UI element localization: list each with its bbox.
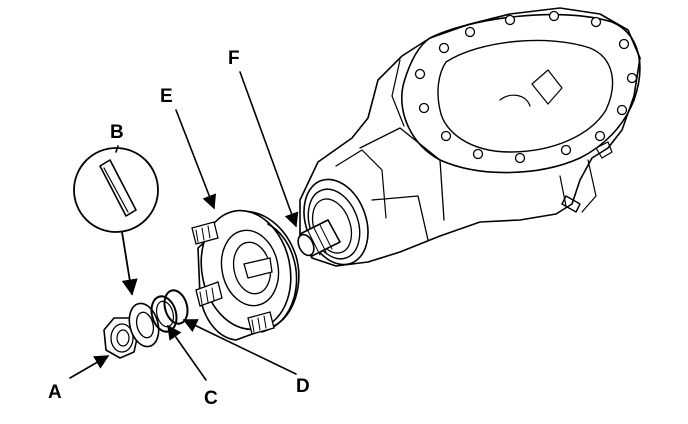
leader-b bbox=[115, 145, 119, 153]
callout-d: D bbox=[296, 376, 310, 397]
callout-c: C bbox=[204, 388, 218, 409]
output-shaft bbox=[297, 219, 341, 257]
differential-housing bbox=[297, 7, 641, 267]
leader-a bbox=[69, 355, 110, 379]
leader-d bbox=[182, 319, 297, 375]
detail-circle bbox=[73, 147, 159, 233]
leader-lines bbox=[69, 71, 299, 381]
leader-e bbox=[175, 109, 217, 210]
callout-a: A bbox=[48, 382, 62, 403]
o-ring bbox=[163, 289, 189, 325]
leader-b-to-washer bbox=[121, 231, 138, 296]
callout-f: F bbox=[228, 48, 240, 69]
leader-c bbox=[167, 324, 207, 381]
callout-e: E bbox=[160, 86, 173, 107]
callout-b: B bbox=[110, 122, 124, 143]
leader-f bbox=[239, 71, 299, 228]
hub-flange bbox=[191, 209, 300, 341]
